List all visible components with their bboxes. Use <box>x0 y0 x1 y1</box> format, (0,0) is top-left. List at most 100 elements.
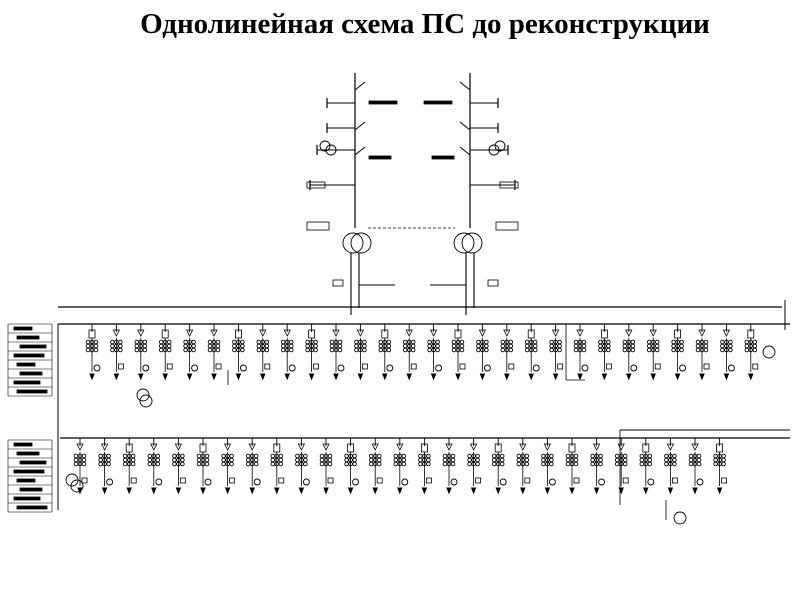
cell-ct <box>703 347 709 353</box>
cell-ct <box>606 339 611 345</box>
feeder-cell-upper <box>183 324 199 381</box>
cell-outgoing-arrow <box>667 487 674 495</box>
legend-text-mark <box>16 478 36 483</box>
cell-ct <box>278 457 284 463</box>
label-mark <box>368 100 398 105</box>
aux-transformer <box>70 479 84 493</box>
current-transformer <box>494 140 506 152</box>
cell-ct <box>155 453 161 459</box>
cell-ct <box>295 461 300 467</box>
legend-tables <box>7 323 53 513</box>
incoming-lines <box>306 73 519 315</box>
cell-ct <box>598 339 603 345</box>
cell-outgoing-arrow <box>650 373 656 381</box>
cell-meter <box>93 364 101 372</box>
cell-fuse <box>703 363 710 370</box>
cell-outgoing-arrow <box>601 373 608 381</box>
cell-ct <box>142 347 148 353</box>
cell-outgoing-arrow <box>504 373 510 381</box>
cell-outgoing-arrow <box>308 373 315 381</box>
cell-ct <box>270 453 276 459</box>
cell-fuse <box>475 477 482 484</box>
cell-ct <box>713 461 718 467</box>
legend-text-mark <box>16 389 48 394</box>
cell-ct <box>622 339 628 345</box>
cell-ct <box>402 339 408 345</box>
cell-outgoing-arrow <box>200 487 206 495</box>
feeder-cell-upper <box>500 324 515 381</box>
cell-meter <box>142 364 150 372</box>
cell-ct <box>744 347 750 353</box>
label-mark <box>431 155 455 160</box>
aux-transformer <box>136 388 150 402</box>
cell-ct <box>352 461 357 467</box>
page-title: Однолинейная схема ПС до реконструкции <box>140 8 710 40</box>
feeder-cell-upper <box>85 324 101 381</box>
cell-ct <box>647 453 653 459</box>
cell-ct <box>671 347 676 353</box>
legend-text-mark <box>19 487 43 492</box>
cell-ct <box>221 461 226 467</box>
cell-ct <box>204 457 210 463</box>
cell-ct <box>427 339 432 345</box>
cell-meter <box>155 478 163 486</box>
cell-ct <box>134 347 140 353</box>
cell-ct <box>500 347 506 353</box>
feeder-cell-upper <box>232 324 247 381</box>
cell-ct <box>573 461 579 467</box>
cell-fuse <box>622 477 629 484</box>
cell-meter <box>679 364 687 372</box>
feeder-cell-upper <box>524 324 540 381</box>
cell-ct <box>672 457 677 463</box>
cell-ct <box>172 461 177 467</box>
cell-fuse <box>752 363 759 370</box>
cell-ct <box>524 461 530 467</box>
cell-outgoing-arrow <box>235 373 242 381</box>
cell-ct <box>337 343 343 349</box>
busbars <box>57 300 790 510</box>
cell-meter <box>727 364 735 372</box>
cell-ct <box>500 339 506 345</box>
disconnector <box>459 121 471 131</box>
cell-outgoing-arrow <box>284 373 290 381</box>
cell-ct <box>696 453 702 459</box>
cell-outgoing-arrow <box>186 373 193 381</box>
cell-outgoing-arrow <box>224 487 231 495</box>
cell-ct <box>288 343 294 349</box>
cell-ct <box>73 461 79 467</box>
cell-fuse <box>459 363 466 370</box>
cell-switch <box>519 443 527 451</box>
cell-ct <box>327 461 333 467</box>
cell-ct <box>508 347 514 353</box>
feeder-cell-upper <box>158 324 173 381</box>
cell-ct <box>688 461 694 467</box>
disconnector <box>354 121 366 131</box>
cell-ct <box>196 457 202 463</box>
cell-outgoing-arrow <box>446 487 452 495</box>
cell-outgoing-arrow <box>723 373 730 381</box>
feeder-cell-lower <box>245 438 261 495</box>
cell-ct <box>295 453 300 459</box>
cell-ct <box>499 453 505 459</box>
cell-outgoing-arrow <box>323 487 329 495</box>
cell-ct <box>280 339 286 345</box>
cell-ct <box>484 343 489 349</box>
cell-ct <box>524 343 530 349</box>
cell-ct <box>280 347 286 353</box>
cell-ct <box>703 339 709 345</box>
cell-fuse <box>278 477 285 484</box>
feeder-cell-lower <box>319 438 334 495</box>
cell-outgoing-arrow <box>175 487 182 495</box>
cell-ct <box>264 339 270 345</box>
cell-meter <box>647 478 655 486</box>
cell-ct <box>639 461 645 467</box>
cell-ct <box>305 343 310 349</box>
cell-switch <box>405 329 413 337</box>
cell-switch <box>592 443 601 451</box>
cell-ct <box>183 347 188 353</box>
legend-text-mark <box>13 326 33 331</box>
cell-ct <box>376 461 382 467</box>
cell-ct <box>378 343 384 349</box>
cell-ct <box>664 457 669 463</box>
cell-switch <box>297 443 306 451</box>
